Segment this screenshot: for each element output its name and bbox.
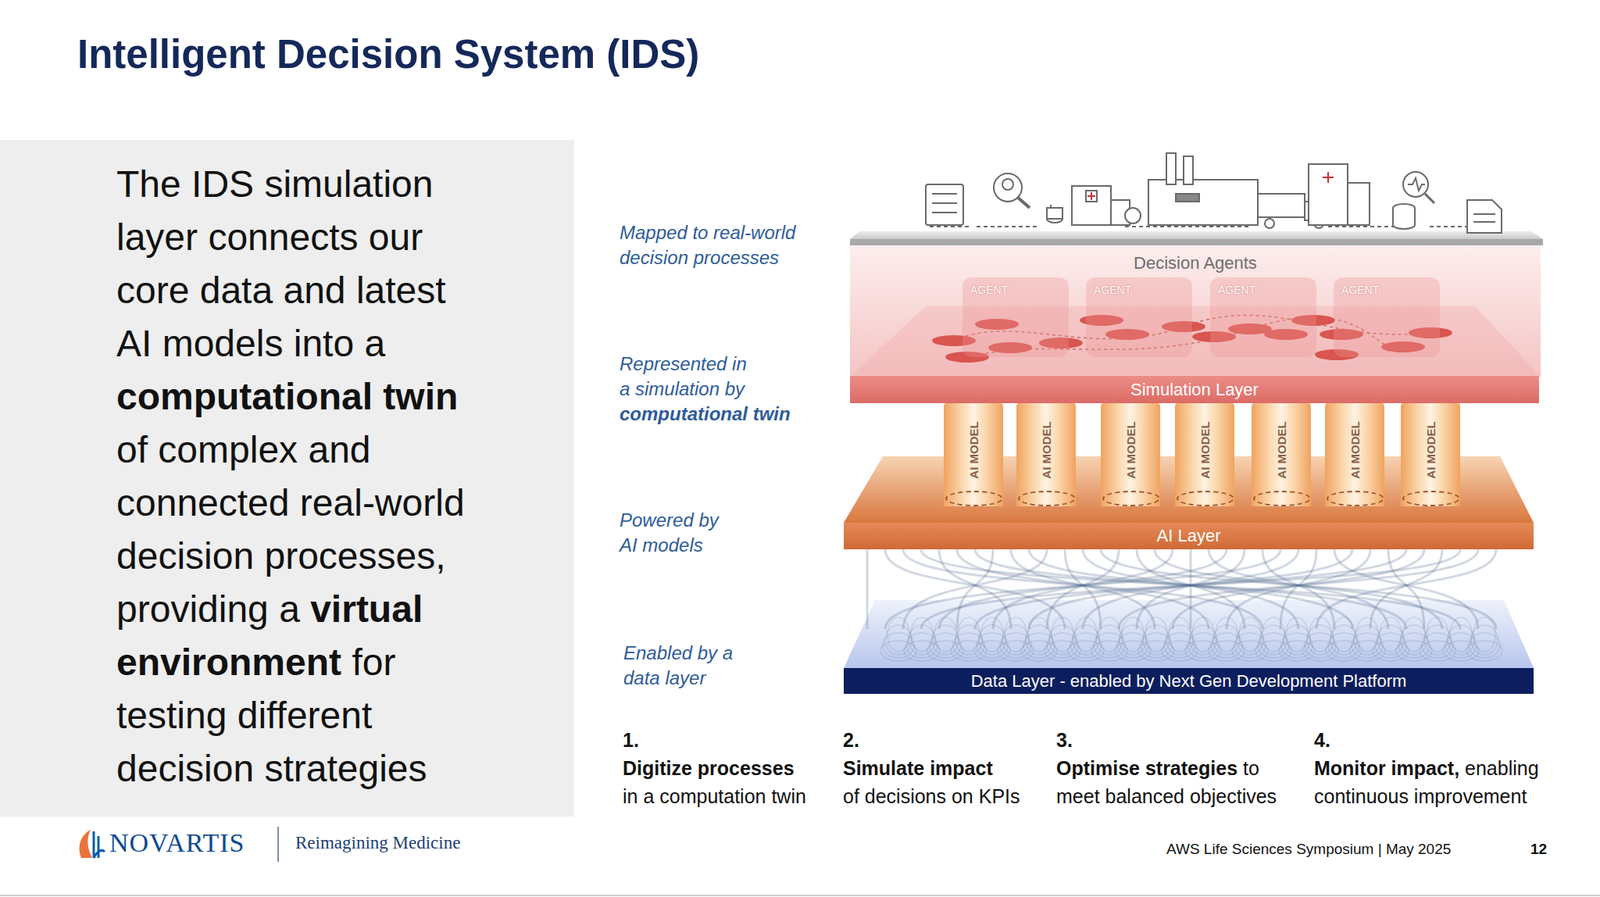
body-text-part: The IDS simulation layer connects our co… <box>116 163 447 365</box>
step: 1.Digitize processesin a computation twi… <box>622 725 828 811</box>
ai-model-label: AI MODEL <box>1275 421 1289 479</box>
ai-model-cylinder: AI MODEL <box>1175 403 1235 507</box>
step-number: 1. <box>622 725 828 754</box>
layer-caption: Mapped to real-world decision processes <box>619 220 825 271</box>
ai-model-label: AI MODEL <box>1424 421 1438 479</box>
logo-flame <box>79 829 93 858</box>
body-text: The IDS simulation layer connects our co… <box>116 157 488 796</box>
layer-caption: Represented in a simulation by <box>619 351 762 402</box>
agent-box: AGENT <box>962 277 1069 358</box>
slide-title: Intelligent Decision System (IDS) <box>77 31 700 79</box>
agent-region <box>850 245 1541 377</box>
ai-model-label: AI MODEL <box>1348 421 1362 479</box>
logo-hand <box>93 831 105 858</box>
step: 3.Optimise strategies to meet balanced o… <box>1056 725 1291 811</box>
cylinder-base <box>945 490 1004 507</box>
step-number: 3. <box>1056 725 1291 754</box>
agent-box: AGENT <box>1085 277 1193 358</box>
agent-label: AGENT <box>1093 283 1132 297</box>
ai-model-cylinder: AI MODEL <box>1251 403 1311 507</box>
logo-tagline: Reimagining Medicine <box>295 832 461 854</box>
page-number: 12 <box>1530 839 1547 859</box>
layer-caption: Enabled by a data layer <box>623 640 735 691</box>
ai-model-cylinder: AI MODEL <box>1016 403 1076 507</box>
agent-label: AGENT <box>970 283 1008 297</box>
step-detail: in a computation twin <box>622 785 807 808</box>
step-title: Optimise strategies <box>1056 757 1238 779</box>
agent-label: AGENT <box>1341 283 1379 297</box>
step-title: Digitize processes <box>622 753 828 783</box>
layer-label: Simulation Layer <box>1130 379 1259 400</box>
layer-bar: Data Layer - enabled by Next Gen Develop… <box>843 667 1534 694</box>
emphasis-text: computational twin <box>116 375 458 418</box>
ai-model-label: AI MODEL <box>1039 421 1054 479</box>
ai-model-cylinder: AI MODEL <box>943 403 1004 507</box>
data-weave <box>867 549 1503 661</box>
layer-bar: Simulation Layer <box>850 375 1540 404</box>
cylinder-base <box>1402 490 1461 507</box>
step-title: Simulate impact <box>842 753 1048 783</box>
ai-model-label: AI MODEL <box>967 421 981 479</box>
footer-note: AWS Life Sciences Symposium | May 2025 <box>1166 839 1451 859</box>
layer-label: AI Layer <box>1157 525 1222 547</box>
agent-label: AGENT <box>1217 283 1256 297</box>
step-text: Monitor impact, enabling continuous impr… <box>1314 753 1565 811</box>
icons <box>925 153 1502 233</box>
platform <box>850 231 1543 240</box>
platform-edge <box>850 239 1543 246</box>
layer-bar: AI Layer <box>843 522 1534 550</box>
cylinder-base <box>1176 490 1235 507</box>
agent-box: AGENT <box>1333 277 1440 358</box>
ai-model-cylinder: AI MODEL <box>1100 403 1161 507</box>
layer-label: Data Layer - enabled by Next Gen Develop… <box>971 671 1408 692</box>
step-detail: of decisions on KPIs <box>842 785 1021 808</box>
cylinder-base <box>1102 490 1161 507</box>
agent-box: AGENT <box>1210 277 1317 358</box>
agent-band: Decision AgentsAGENT AGENT AGENT AGENT <box>850 245 1541 377</box>
ai-model-cylinder: AI MODEL <box>1325 403 1385 507</box>
step-title: Monitor impact, <box>1314 757 1460 779</box>
ai-model-label: AI MODEL <box>1198 421 1212 479</box>
step-text: Simulate impactof decisions on KPIs <box>842 753 1048 811</box>
step-number: 4. <box>1314 725 1565 754</box>
ai-model-label: AI MODEL <box>1124 421 1138 479</box>
step: 2.Simulate impactof decisions on KPIs <box>842 725 1048 811</box>
band-heading: Decision Agents <box>850 253 1541 274</box>
cylinder-base <box>1253 490 1311 507</box>
ai-model-cylinder: AI MODEL <box>1400 403 1461 507</box>
layer-caption: Powered by AI models <box>619 507 737 558</box>
logo-divider <box>277 826 279 862</box>
layer-caption: computational twin <box>619 401 854 427</box>
step-number: 2. <box>842 725 1048 754</box>
logo-wordmark: NOVARTIS <box>109 827 245 859</box>
step-text: Digitize processesin a computation twin <box>622 753 828 811</box>
cylinder-base <box>1326 490 1385 507</box>
step-text: Optimise strategies to meet balanced obj… <box>1056 753 1291 811</box>
step: 4.Monitor impact, enabling continuous im… <box>1314 725 1565 811</box>
page-rule <box>0 894 1600 897</box>
text-panel <box>0 139 575 817</box>
cylinder-base <box>1017 490 1076 507</box>
